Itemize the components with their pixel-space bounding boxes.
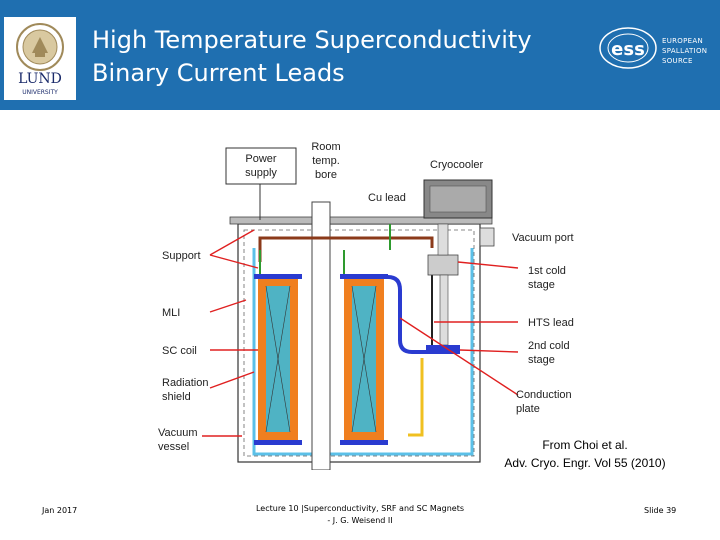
label-first-stage-2: stage [528,279,555,291]
ess-logo: ess [596,22,708,72]
label-sc-coil: SC coil [162,345,197,357]
lund-university-logo: LUND UNIVERSITY [4,17,76,100]
label-conduction-2: plate [516,403,540,415]
power-supply [225,147,297,185]
svg-text:LUND: LUND [18,71,62,87]
label-first-stage-1: 1st cold [528,265,566,277]
vacuum-port [479,227,495,247]
label-radiation-1: Radiation [162,377,208,389]
label-radiation-2: shield [162,391,191,403]
header-bar: LUND UNIVERSITY High Temperature Superco… [0,0,720,110]
second-cold-stage [426,345,460,354]
footer-date: Jan 2017 [42,506,78,515]
footer-lecture-line-1: Lecture 10 |Superconductivity, SRF and S… [255,504,465,513]
mli-layer [243,229,475,457]
footer-lecture: Lecture 10 |Superconductivity, SRF and S… [250,503,470,527]
label-second-stage-2: stage [528,354,555,366]
conduction-path [387,275,428,354]
label-room-temp-3: bore [315,169,337,181]
label-cryocooler: Cryocooler [430,159,484,171]
ess-org-name: EUROPEAN SPALLATION SOURCE [662,37,708,65]
room-temp-bore [311,201,331,471]
label-support: Support [162,250,201,262]
first-cold-stage [427,254,459,276]
label-power-supply-1: Power [245,153,277,165]
conduction-plate-top-right [340,274,388,279]
svg-text:UNIVERSITY: UNIVERSITY [22,89,58,96]
label-room-temp-2: temp. [312,155,340,167]
label-vacuum-port: Vacuum port [512,232,574,244]
label-room-temp-1: Room [311,141,340,153]
label-hts-lead: HTS lead [528,317,574,329]
title-line-2: Binary Current Leads [92,59,345,87]
citation-line-1: From Choi et al. [542,438,628,452]
citation: From Choi et al. Adv. Cryo. Engr. Vol 55… [480,436,690,472]
label-vacuum-1: Vacuum [158,427,198,439]
page-title: High Temperature Superconductivity Binar… [92,24,532,90]
label-second-stage-1: 2nd cold [528,340,570,352]
label-mli: MLI [162,307,180,319]
label-cu-lead: Cu lead [368,192,406,204]
conduction-plate-bottom-right [340,440,388,445]
footer-slide-number: Slide 39 [644,506,677,515]
label-vacuum-2: vessel [158,441,189,453]
hts-lead-cold [408,358,424,437]
conduction-plate-top-left [254,274,302,279]
citation-line-2: Adv. Cryo. Engr. Vol 55 (2010) [504,456,666,470]
title-line-1: High Temperature Superconductivity [92,26,532,54]
cu-lead [258,236,434,262]
conduction-plate-bottom-left [254,440,302,445]
label-power-supply-2: supply [245,167,277,179]
svg-text:ess: ess [611,39,645,60]
current-lead-diagram: Power supply Room temp. bore Cryocooler … [150,140,590,471]
footer-lecture-line-2: - J. G. Weisend II [327,516,393,525]
label-conduction-1: Conduction [516,389,572,401]
top-flange [229,216,493,225]
